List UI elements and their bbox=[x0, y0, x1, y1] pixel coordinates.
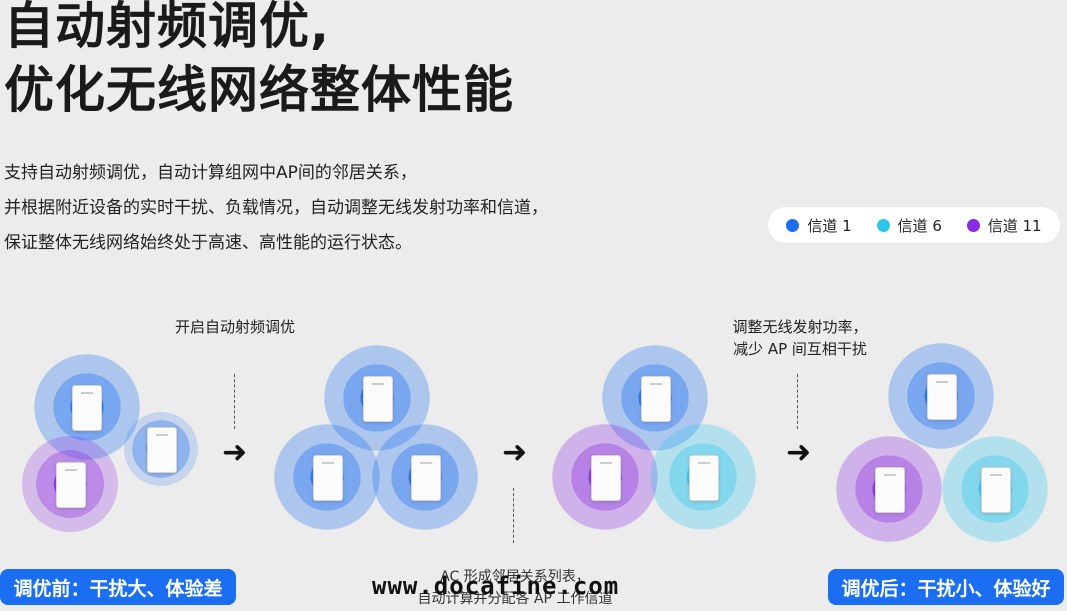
access-point-icon bbox=[875, 467, 905, 513]
legend-label: 信道 6 bbox=[897, 216, 942, 235]
legend-label: 信道 1 bbox=[807, 216, 852, 235]
description-line-3: 保证整体无线网络始终处于高速、高性能的运行状态。 bbox=[4, 233, 412, 253]
access-point-icon bbox=[927, 374, 957, 420]
legend-label: 信道 11 bbox=[987, 216, 1042, 235]
watermark-text: www.docafine.com bbox=[372, 572, 620, 600]
arrow-right-icon: ➜ bbox=[786, 435, 812, 470]
arrow-right-icon: ➜ bbox=[222, 435, 248, 470]
step-3-label: 调整无线发射功率， 减少 AP 间互相干扰 bbox=[700, 316, 900, 360]
dashed-divider-1 bbox=[234, 374, 235, 429]
step-3-label-line-2: 减少 AP 间互相干扰 bbox=[733, 340, 867, 358]
legend-item-channel-6: 信道 6 bbox=[876, 215, 942, 236]
access-point-icon bbox=[981, 467, 1011, 513]
access-point-icon bbox=[591, 455, 621, 501]
step-1-label: 开启自动射频调优 bbox=[174, 318, 295, 336]
legend-item-channel-1: 信道 1 bbox=[786, 215, 852, 236]
access-point-icon bbox=[56, 462, 86, 508]
access-point-icon bbox=[641, 376, 671, 422]
description-line-2: 并根据附近设备的实时干扰、负载情况，自动调整无线发射功率和信道， bbox=[4, 198, 548, 218]
after-badge: 调优后：干扰小、体验好 bbox=[828, 569, 1064, 605]
step-3-label-line-1: 调整无线发射功率， bbox=[732, 318, 868, 336]
access-point-icon bbox=[147, 427, 177, 473]
access-point-icon bbox=[411, 455, 441, 501]
channel-6-dot-icon bbox=[876, 218, 890, 232]
title-line-1: 自动射频调优, bbox=[4, 0, 330, 55]
channel-11-dot-icon bbox=[966, 218, 980, 232]
step-2-label-line-2: 自动计算并分配各 AP 工作信道 bbox=[417, 591, 613, 607]
before-badge: 调优前：干扰大、体验差 bbox=[0, 569, 236, 605]
description-line-1: 支持自动射频调优，自动计算组网中AP间的邻居关系， bbox=[4, 163, 417, 183]
dashed-divider-2 bbox=[513, 488, 514, 543]
access-point-icon bbox=[689, 455, 719, 501]
arrow-right-icon: ➜ bbox=[502, 435, 528, 470]
access-point-icon bbox=[363, 376, 393, 422]
channel-legend: 信道 1 信道 6 信道 11 bbox=[768, 207, 1060, 243]
step-2-label: AC 形成邻居关系列表， 自动计算并分配各 AP 工作信道 bbox=[380, 566, 650, 610]
title-line-2: 优化无线网络整体性能 bbox=[4, 61, 514, 119]
description: 支持自动射频调优，自动计算组网中AP间的邻居关系， 并根据附近设备的实时干扰、负… bbox=[4, 156, 548, 261]
access-point-icon bbox=[72, 385, 102, 431]
legend-item-channel-11: 信道 11 bbox=[966, 215, 1042, 236]
step-2-label-line-1: AC 形成邻居关系列表， bbox=[440, 569, 590, 585]
dashed-divider-3 bbox=[797, 374, 798, 429]
page-title: 自动射频调优, 优化无线网络整体性能 bbox=[4, 0, 514, 122]
channel-1-dot-icon bbox=[786, 218, 800, 232]
access-point-icon bbox=[313, 455, 343, 501]
